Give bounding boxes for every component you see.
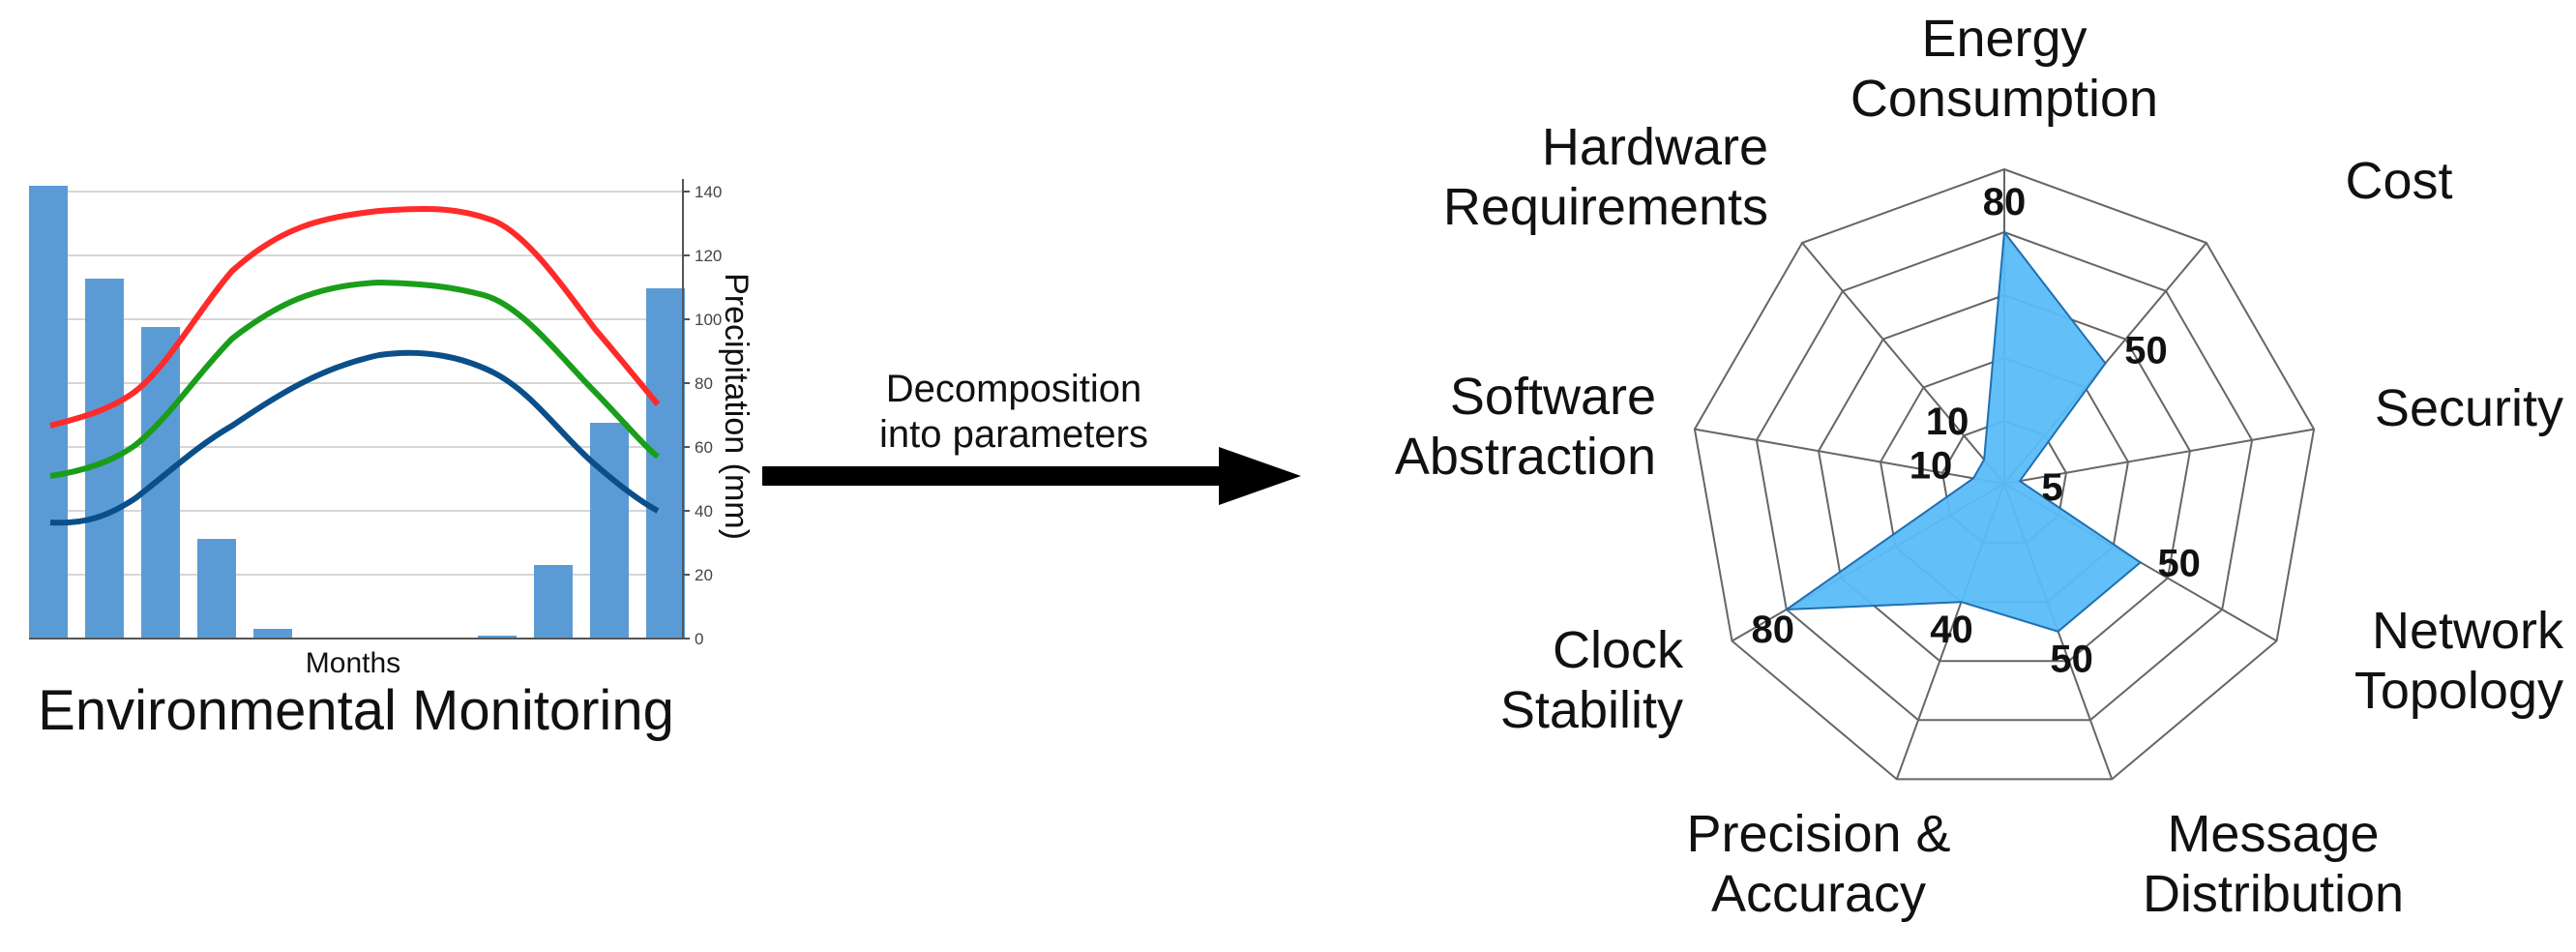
radar-value-label: 5 [2041,466,2062,509]
arrow-shaft [762,466,1227,486]
precipitation-bar [646,288,685,639]
precipitation-bar [29,186,68,639]
decomposition-arrow: Decomposition into parameters [762,368,1301,505]
y-axis-label: Precipitation (mm) [718,273,755,540]
y-tick-label: 140 [695,183,722,201]
chart-gridlines [29,191,683,576]
radar-data-polygon [1783,229,2143,633]
radar-spoke [2003,428,2315,485]
radar-ring [1755,230,2254,722]
radar-value-label: 80 [1752,609,1795,651]
temperature-line-low [49,349,660,526]
temperature-line-mid [49,279,660,479]
radar-axis-label: Security [2375,379,2563,437]
radar-value-label: 10 [1926,401,1969,443]
temperature-line-high [49,205,661,429]
radar-spoke [1801,242,2005,485]
radar-value-label: 50 [2124,330,2168,372]
radar-ring [1817,293,2192,663]
radar-value-label: 10 [1910,444,1953,487]
y-tick-label: 60 [695,438,713,457]
y-tick-label: 20 [695,566,713,584]
radar-ring [1693,167,2316,781]
arrow-label-line1: Decomposition [886,368,1142,410]
precipitation-bar [197,539,236,639]
y-tick-label: 40 [695,502,713,521]
radar-value-label: 80 [1983,181,2027,223]
y-tick-label: 100 [695,311,722,329]
precipitation-bar [590,423,629,639]
arrow-head [1219,447,1301,505]
precipitation-bar [141,327,180,639]
environmental-chart: 0 20 40 60 80 100 120 140 Precipitation (mm) Mo… [29,179,755,742]
y-tick-label: 120 [695,247,722,265]
panel-title: Environmental Monitoring [38,679,674,742]
precipitation-bar [534,565,573,639]
radar-axis-label: Cost [2345,152,2452,210]
radar-value-label: 50 [2050,639,2093,681]
y-tick-label: 80 [695,374,713,393]
radar-value-label: 50 [2157,542,2201,584]
y-axis-ticks: 0 20 40 60 80 100 120 140 [683,183,722,648]
y-tick-label: 0 [695,630,703,648]
precipitation-bar [253,629,292,639]
arrow-label-line2: into parameters [879,413,1148,456]
radar-axis-label: Precision &Accuracy [1686,805,1950,923]
precipitation-bar [478,636,517,639]
x-axis-label: Months [306,647,400,679]
precipitation-bars [29,186,685,639]
radar-value-label: 40 [1930,609,1973,651]
radar-spoke [1694,428,2005,485]
